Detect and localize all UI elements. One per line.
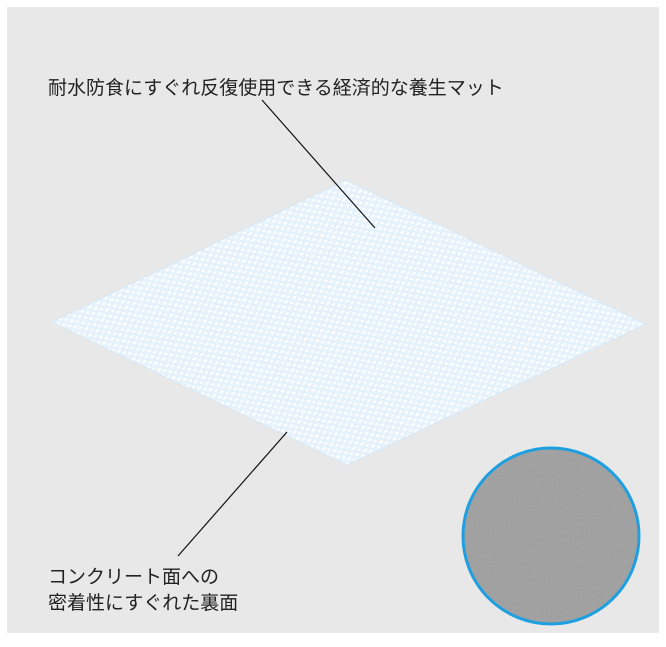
back-surface-detail [461,446,641,626]
curing-mat-sheen [52,180,646,465]
bottom-callout-line2: 密着性にすぐれた裏面 [48,592,239,614]
curing-mat-illustration [50,179,648,466]
detail-circle-border [461,446,641,626]
bottom-callout-label: コンクリート面への 密着性にすぐれた裏面 [48,564,238,616]
top-callout-label: 耐水防食にすぐれ反復使用できる経済的な養生マット [48,77,504,99]
bottom-leader-line [177,431,288,557]
top-leader-line [261,99,376,229]
bottom-callout-line1: コンクリート面への [48,566,220,588]
